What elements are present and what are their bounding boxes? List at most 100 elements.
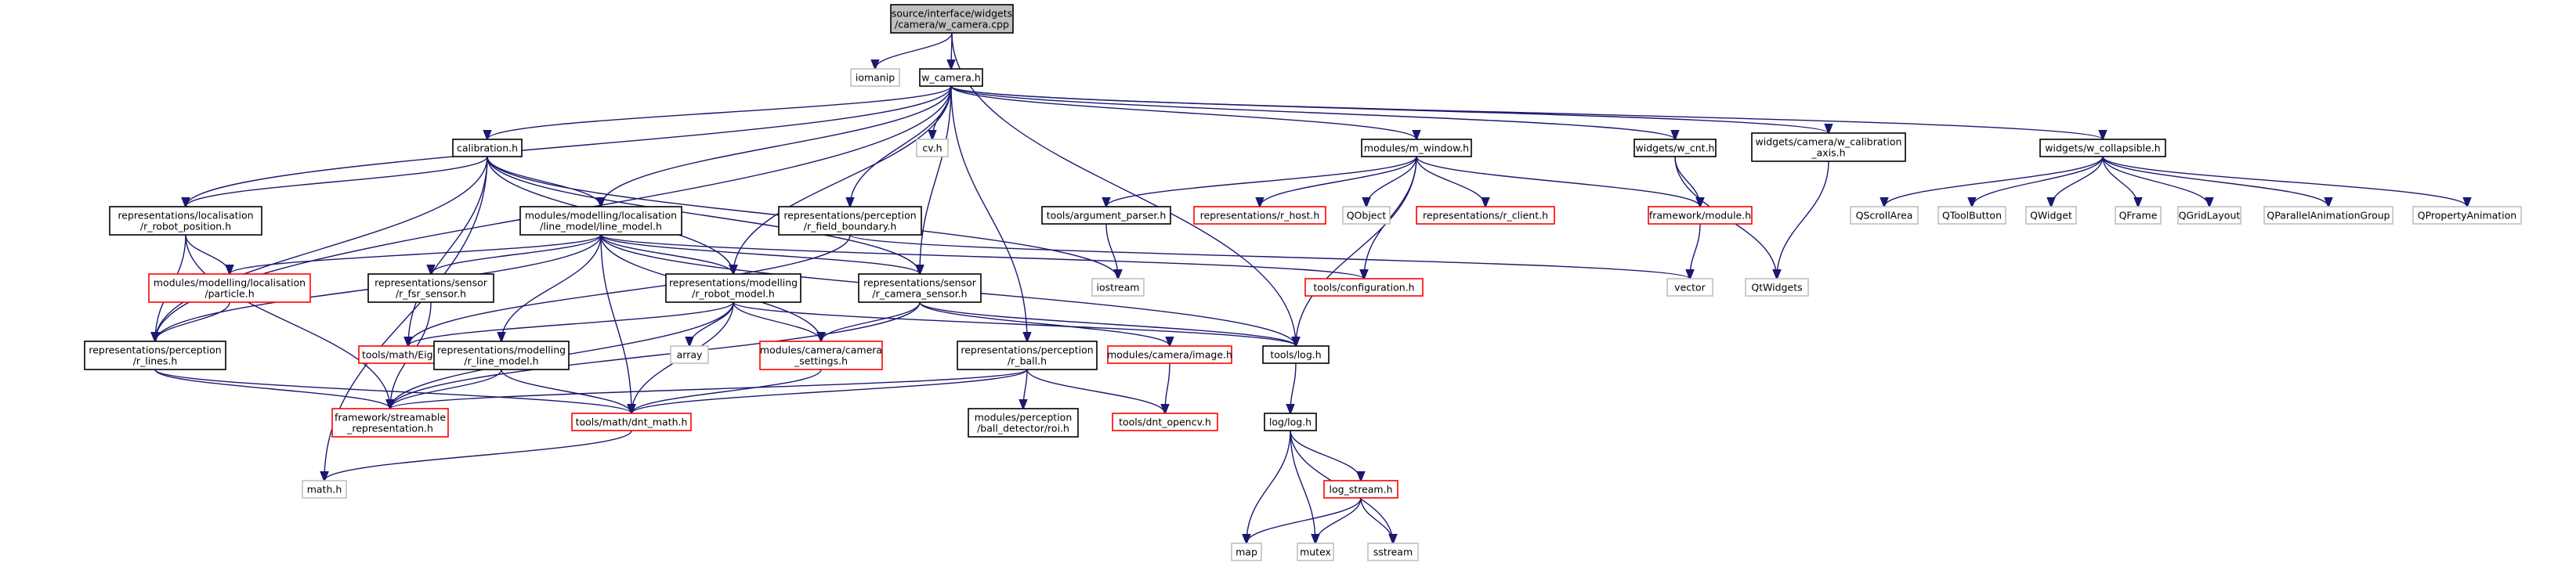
node-w-cnt[interactable]: widgets/w_cnt.h <box>1634 139 1717 157</box>
node-r-robot-position[interactable]: representations/localisation/r_robot_pos… <box>109 206 262 236</box>
node-box <box>1745 278 1809 297</box>
node-dnt-opencv[interactable]: tools/dnt_opencv.h <box>1112 413 1218 431</box>
node-box <box>1091 278 1145 297</box>
edge-root-to-log_h <box>951 32 1296 346</box>
node-line-model[interactable]: modules/modelling/localisation/line_mode… <box>519 206 682 236</box>
node-label: iomanip <box>856 72 895 84</box>
node-box <box>759 341 883 370</box>
node-iomanip[interactable]: iomanip <box>850 68 900 87</box>
node-w-calib-axis[interactable]: widgets/camera/w_calibration_axis.h <box>1751 132 1906 162</box>
node-r-field-boundary[interactable]: representations/perception/r_field_bound… <box>778 206 922 236</box>
node-camera-settings[interactable]: modules/camera/camera_settings.h <box>759 341 883 370</box>
node-r-ball[interactable]: representations/perception/r_ball.h <box>957 341 1098 370</box>
node-r-robot-model[interactable]: representations/modelling/r_robot_model.… <box>665 273 801 303</box>
edge-log_stream-to-map <box>1246 497 1362 543</box>
node-configuration[interactable]: tools/configuration.h <box>1304 278 1424 297</box>
node-r-fsr-sensor[interactable]: representations/sensor/r_fsr_sensor.h <box>367 273 494 303</box>
node-box <box>1751 132 1906 162</box>
node-label: w_camera.h <box>921 72 981 84</box>
node-map[interactable]: map <box>1231 543 1262 561</box>
node-label: tools/configuration.h <box>1313 282 1414 294</box>
node-label: cv.h <box>922 142 942 154</box>
node-r-lines[interactable]: representations/perception/r_lines.h <box>84 341 226 370</box>
edge-dnt_math-to-mathh <box>324 430 632 481</box>
node-box <box>452 139 523 157</box>
node-eigen[interactable]: tools/math/Eigen.h <box>358 345 458 364</box>
node-box <box>1041 206 1171 225</box>
node-label: /camera/w_camera.cpp <box>895 19 1009 31</box>
node-m-window[interactable]: modules/m_window.h <box>1361 139 1472 157</box>
node-sstream[interactable]: sstream <box>1367 543 1419 561</box>
node-qparallel[interactable]: QParallelAnimationGroup <box>2263 206 2393 225</box>
edge-w_camera-to-r_field_boundary <box>850 85 952 207</box>
node-particle[interactable]: modules/modelling/localisation/particle.… <box>148 273 311 303</box>
node-label: sstream <box>1373 546 1413 558</box>
node-qscrollarea[interactable]: QScrollArea <box>1850 206 1919 225</box>
node-box <box>2115 206 2162 225</box>
node-box <box>1666 278 1713 297</box>
node-log-stream[interactable]: log_stream.h <box>1323 480 1398 499</box>
node-loglog[interactable]: log/log.h <box>1264 413 1317 431</box>
node-array[interactable]: array <box>670 345 709 364</box>
edge-r_camera_sensor-to-cam_image <box>919 301 1170 346</box>
edge-r_robot_position-to-streamable <box>185 234 390 409</box>
node-label: log/log.h <box>1269 416 1312 428</box>
node-qtwidgets[interactable]: QtWidgets <box>1745 278 1809 297</box>
node-dnt-math[interactable]: tools/math/dnt_math.h <box>571 413 692 431</box>
node-label: representations/modelling <box>437 344 566 356</box>
node-box <box>1264 413 1317 431</box>
node-qtoolbutton[interactable]: QToolButton <box>1937 206 2006 225</box>
node-cam-image[interactable]: modules/camera/image.h <box>1107 345 1232 364</box>
node-mutex[interactable]: mutex <box>1297 543 1334 561</box>
node-label: log_stream.h <box>1329 484 1392 496</box>
node-mathh[interactable]: math.h <box>302 480 347 499</box>
node-r-client[interactable]: representations/r_client.h <box>1416 206 1555 225</box>
node-box <box>916 139 949 157</box>
node-argument-parser[interactable]: tools/argument_parser.h <box>1041 206 1171 225</box>
node-qframe[interactable]: QFrame <box>2115 206 2162 225</box>
edge-loglog-to-mutex <box>1290 430 1315 543</box>
edge-r_lines-to-dnt_math <box>154 369 631 413</box>
node-box <box>302 480 347 499</box>
node-box <box>858 273 982 303</box>
node-qgridlayout[interactable]: QGridLayout <box>2177 206 2241 225</box>
node-r-line-model[interactable]: representations/modelling/r_line_model.h <box>433 341 570 370</box>
node-label: /r_robot_position.h <box>140 221 231 233</box>
node-fw-module[interactable]: framework/module.h <box>1648 206 1753 225</box>
node-box <box>109 206 262 236</box>
edge-w_collapsible-to-qproperty <box>2102 156 2467 207</box>
node-log-h[interactable]: tools/log.h <box>1262 345 1330 364</box>
node-box <box>84 341 226 370</box>
node-root: source/interface/widgets/camera/w_camera… <box>890 4 1014 34</box>
node-label: tools/dnt_opencv.h <box>1119 416 1211 428</box>
node-label: QParallelAnimationGroup <box>2267 210 2390 222</box>
node-qwidget[interactable]: QWidget <box>2025 206 2077 225</box>
node-vector[interactable]: vector <box>1666 278 1713 297</box>
edge-log_stream-to-sstream <box>1360 497 1393 543</box>
node-cvh[interactable]: cv.h <box>916 139 949 157</box>
node-iostream[interactable]: iostream <box>1091 278 1145 297</box>
node-label: modules/camera/camera <box>760 344 882 356</box>
node-w-collapsible[interactable]: widgets/w_collapsible.h <box>2039 139 2166 157</box>
node-ball-roi[interactable]: modules/perception/ball_detector/roi.h <box>968 408 1079 438</box>
edge-camera_settings-to-dnt_math <box>631 369 822 413</box>
node-label: mutex <box>1300 546 1331 558</box>
node-streamable[interactable]: framework/streamable_representation.h <box>331 408 449 438</box>
node-r-host[interactable]: representations/r_host.h <box>1193 206 1326 225</box>
node-w-camera[interactable]: w_camera.h <box>919 68 983 87</box>
node-box <box>1231 543 1262 561</box>
node-label: math.h <box>307 484 342 496</box>
node-label: /particle.h <box>204 288 254 300</box>
node-box <box>778 206 922 236</box>
node-calibration[interactable]: calibration.h <box>452 139 523 157</box>
node-label: /r_ball.h <box>1008 355 1047 367</box>
edge-fw_module-to-vector <box>1690 223 1701 279</box>
node-qproperty[interactable]: QPropertyAnimation <box>2412 206 2522 225</box>
node-label: representations/sensor <box>374 277 488 289</box>
node-label: tools/math/dnt_math.h <box>576 416 688 428</box>
edge-w_camera-to-w_cnt <box>950 85 1675 139</box>
node-box <box>1193 206 1326 225</box>
node-r-camera-sensor[interactable]: representations/sensor/r_camera_sensor.h <box>858 273 982 303</box>
node-label: /r_lines.h <box>133 355 178 367</box>
node-qobject[interactable]: QObject <box>1342 206 1391 225</box>
